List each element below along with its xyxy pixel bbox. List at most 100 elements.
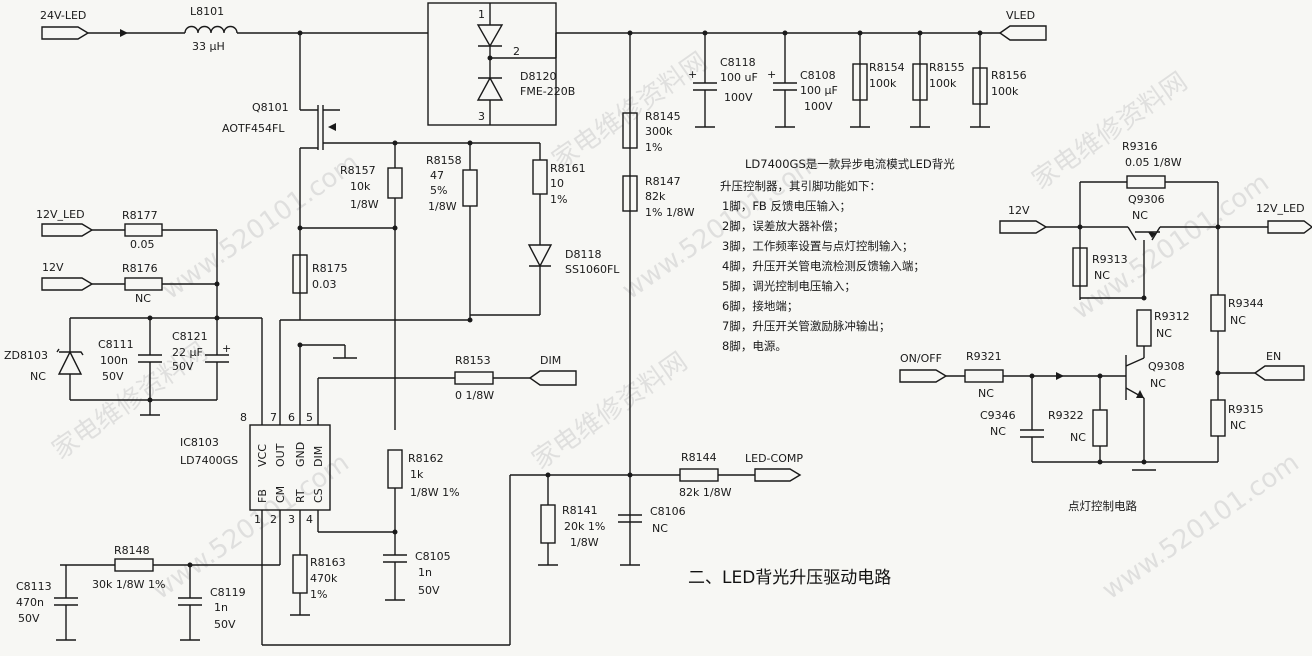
label-c8111: 50V: [102, 370, 124, 383]
label-c8111: C8111: [98, 338, 134, 351]
label-r9313: NC: [1094, 269, 1110, 282]
label-r9312: NC: [1156, 327, 1172, 340]
label-r8145: R8145: [645, 110, 681, 123]
description-line: 3脚，工作频率设置与点灯控制输入；: [722, 239, 913, 253]
d8120-pin-label: 1: [478, 8, 485, 21]
resistor-r9321: [964, 369, 1004, 383]
svg-text:+: +: [688, 68, 697, 81]
label-c8118: 100 uF: [720, 71, 758, 84]
label-r8148: R8148: [114, 544, 150, 557]
label-r8147: 1% 1/8W: [645, 206, 695, 219]
resistor-r8144: [679, 468, 719, 482]
labels: 24V-LED VLED 12V_LED 12V DIM LED-COMP 12…: [4, 5, 1305, 631]
resistor-r8154: [852, 63, 868, 101]
resistor-r8153: [454, 371, 494, 385]
resistor-r8163: [292, 554, 308, 594]
ic-pin-top-numbers: 5: [306, 411, 313, 424]
port-ctl-12v-label: 12V: [1008, 204, 1030, 217]
label-q9306: NC: [1132, 209, 1148, 222]
description-line: LD7400GS是一款异步电流模式LED背光: [745, 157, 955, 171]
label-r8161: 1%: [550, 193, 567, 206]
label-r8176: NC: [135, 292, 151, 305]
label-c8106: NC: [652, 522, 668, 535]
port-24v-led-label: 24V-LED: [40, 9, 86, 22]
ic-pin-top-names: OUT: [274, 443, 287, 467]
label-r8144: R8144: [681, 451, 717, 464]
port-ctl-12v-led-label: 12V_LED: [1256, 202, 1305, 215]
label-d8120: D8120: [520, 70, 556, 83]
label-r9321: NC: [978, 387, 994, 400]
label-r8177: 0.05: [130, 238, 155, 251]
watermark-url: www.520101.com: [1097, 448, 1305, 606]
resistor-r9313: [1072, 247, 1088, 287]
resistor-r9316: [1126, 175, 1166, 189]
port-on-off-label: ON/OFF: [900, 352, 942, 365]
ic-pin-top-names: VCC: [256, 444, 269, 467]
label-q9308: NC: [1150, 377, 1166, 390]
port-ctl-12v-shape: [999, 220, 1048, 234]
label-r8175: 0.03: [312, 278, 337, 291]
label-r8145: 1%: [645, 141, 662, 154]
label-r8158: 47: [430, 169, 444, 182]
resistor-r9344: [1210, 294, 1226, 332]
port-12v-led-shape: [41, 223, 94, 237]
label-r8145: 300k: [645, 125, 673, 138]
label-zd8103: NC: [30, 370, 46, 383]
label-r8158: 1/8W: [428, 200, 457, 213]
label-c8121: 50V: [172, 360, 194, 373]
label-r9322: NC: [1070, 431, 1086, 444]
watermark-cn: 家电维修资料网: [1027, 67, 1193, 196]
resistor-r8158: [462, 169, 478, 207]
label-c8105: 1n: [418, 566, 432, 579]
ic-pin-top-numbers: 7: [270, 411, 277, 424]
resistor-r8155: [912, 63, 928, 101]
ic-pin-bottom-numbers: 1: [254, 513, 261, 526]
ic-pin-top-numbers: 8: [240, 411, 247, 424]
label-r8147: 82k: [645, 190, 666, 203]
label-r8154: 100k: [869, 77, 897, 90]
label-c8121: C8121: [172, 330, 208, 343]
port-12v-shape: [41, 277, 94, 291]
diode-d8120-package: [427, 2, 557, 126]
label-r8141: R8141: [562, 504, 598, 517]
resistor-r9315: [1210, 399, 1226, 437]
label-r8158: 5%: [430, 184, 447, 197]
label-c8119: 1n: [214, 601, 228, 614]
ic-pin-top-names: GND: [294, 442, 307, 467]
ic-pin-bottom-names: CM: [274, 486, 287, 503]
label-r8163: 1%: [310, 588, 327, 601]
label-r9322: R9322: [1048, 409, 1084, 422]
resistor-r8141: [540, 504, 556, 544]
label-r8156: 100k: [991, 85, 1019, 98]
label-r9321: R9321: [966, 350, 1002, 363]
label-r8163: R8163: [310, 556, 346, 569]
label-r8158: R8158: [426, 154, 462, 167]
inductor-l8101: [184, 25, 238, 34]
zener-zd8103: [57, 350, 83, 375]
label-r8162: 1k: [410, 468, 424, 481]
diode-d8118: [527, 244, 553, 268]
label-r8153: 0 1/8W: [455, 389, 494, 402]
ic8103-package: [249, 345, 455, 645]
port-led-comp-shape: [754, 468, 802, 482]
label-r9316: R9316: [1122, 140, 1158, 153]
resistor-r9312: [1136, 309, 1152, 347]
label-r8157: 1/8W: [350, 198, 379, 211]
label-c9346: C9346: [980, 409, 1016, 422]
resistor-r8147: [622, 175, 638, 212]
port-dim-shape: [528, 370, 577, 386]
ic-pin-bottom-numbers: 2: [270, 513, 277, 526]
resistor-r8162: [387, 449, 403, 489]
label-r8162: R8162: [408, 452, 444, 465]
port-en-shape: [1253, 365, 1305, 381]
label-c8118: C8118: [720, 56, 756, 69]
ic-pin-bottom-numbers: 4: [306, 513, 313, 526]
label-q9308: Q9308: [1148, 360, 1185, 373]
label-r8148: 30k 1/8W 1%: [92, 578, 165, 591]
label-q9306: Q9306: [1128, 193, 1165, 206]
label-zd8103: ZD8103: [4, 349, 48, 362]
d8120-pin-label: 3: [478, 110, 485, 123]
description-line: 8脚，电源。: [722, 339, 787, 353]
description-line: 4脚，升压开关管电流检测反馈输入端；: [722, 259, 925, 273]
